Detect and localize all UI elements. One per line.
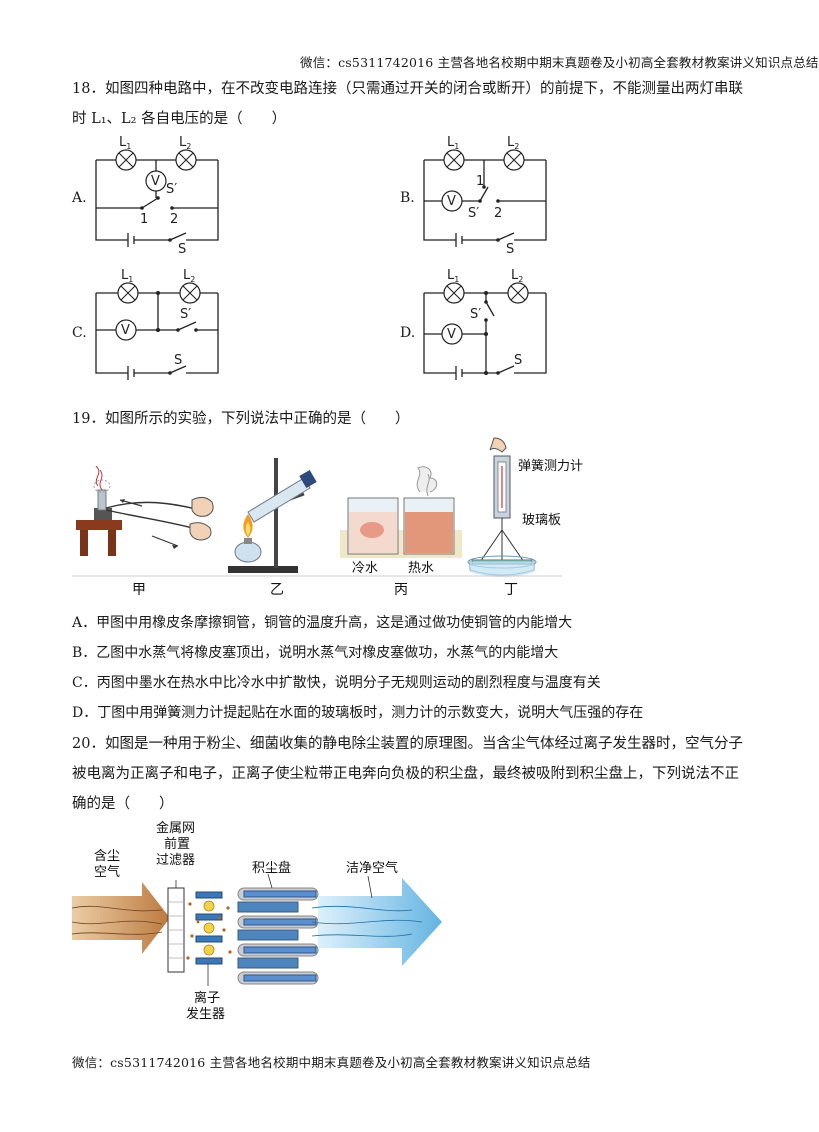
caption-bing: 丙 (394, 582, 408, 598)
switch-label-sprime: S′ (468, 206, 479, 221)
caption-jia: 甲 (132, 582, 146, 598)
caption-ding: 丁 (504, 582, 518, 598)
q18-option-b-label: B. (400, 190, 415, 206)
q18-option-c-label: C. (72, 325, 87, 341)
switch-label-s: S (174, 353, 182, 368)
lamp-label-l2: L2 (179, 135, 191, 151)
lamp-label-l1: L1 (119, 135, 131, 151)
q18-option-d-label: D. (400, 325, 416, 341)
contact-label-1: 1 (140, 212, 148, 227)
q19-stem: 19．如图所示的实验，下列说法中正确的是（ ） (72, 411, 410, 427)
circuit-c: L1 L2 V S′ S (95, 268, 219, 380)
contact-label-2: 2 (494, 206, 502, 221)
voltmeter-label: V (121, 323, 130, 338)
label-dust-plate: 积尘盘 (252, 860, 291, 876)
q19-figures: 冷水 热水 弹簧测力计 玻璃板 甲 乙 丙 丁 (72, 437, 583, 598)
page-header: 微信：cs5311742016 主营各地名校期中期末真题卷及小初高全套教材教案讲… (300, 55, 819, 70)
lamp-label-l1: L1 (447, 135, 459, 151)
q20-stem-line2: 被电离为正离子和电子，正离子使尘粒带正电奔向负极的积尘盘，最终被吸附到积尘盘上，… (72, 766, 739, 782)
switch-label-sprime: S′ (180, 307, 191, 322)
lamp-label-l2: L2 (507, 135, 519, 151)
lamp-label-l2: L2 (183, 268, 195, 284)
label-hot-water: 热水 (408, 561, 434, 576)
circuit-b: L1 L2 V 1 S′ 2 S (423, 135, 547, 257)
page: { "header": { "text": "微信：cs5311742016 主… (71, 55, 819, 1070)
switch-label-s: S (506, 242, 514, 257)
label-glass-plate: 玻璃板 (522, 513, 561, 528)
voltmeter-label: V (447, 327, 456, 342)
switch-label-s: S (178, 242, 186, 257)
switch-label-sprime: S′ (470, 307, 481, 322)
label-mesh-line1: 金属网 (156, 820, 195, 836)
caption-yi: 乙 (270, 582, 284, 598)
label-mesh-line3: 过滤器 (156, 853, 195, 868)
contact-label-1: 1 (476, 174, 484, 189)
q18-stem-line1: 18．如图四种电路中，在不改变电路连接（只需通过开关的闭合或断开）的前提下，不能… (72, 81, 743, 97)
q19-option-a: A．甲图中用橡皮条摩擦铜管，铜管的温度升高，这是通过做功使铜管的内能增大 (72, 615, 573, 631)
voltmeter-label: V (151, 174, 160, 189)
label-dusty-air-line1: 含尘 (94, 848, 120, 864)
label-dusty-air-line2: 空气 (94, 864, 120, 880)
lamp-label-l1: L1 (447, 268, 459, 284)
circuit-a: L1 L2 V S′ 1 2 S (95, 135, 219, 257)
q18-stem-line2: 时 L₁、L₂ 各自电压的是（ ） (72, 111, 287, 127)
q19-option-b: B．乙图中水蒸气将橡皮塞顶出，说明水蒸气对橡皮塞做功，水蒸气的内能增大 (72, 645, 559, 661)
figure-ding (467, 437, 537, 577)
voltmeter-label: V (447, 194, 456, 209)
label-cold-water: 冷水 (352, 561, 378, 576)
circuit-d: L1 L2 V S′ S (423, 268, 547, 380)
switch-label-s: S (514, 353, 522, 368)
q18-option-a-label: A. (72, 190, 87, 206)
figure-bing (340, 466, 462, 558)
q20-stem-line3: 确的是（ ） (72, 796, 174, 812)
figure-yi (228, 458, 317, 573)
contact-label-2: 2 (170, 212, 178, 227)
q19-option-d: D．丁图中用弹簧测力计提起贴在水面的玻璃板时，测力计的示数变大，说明大气压强的存… (72, 705, 644, 721)
label-ion-generator-line2: 发生器 (186, 1006, 225, 1022)
label-spring-scale: 弹簧测力计 (518, 458, 583, 474)
electrostatic-precipitator-diagram: 含尘 空气 金属网 前置 过滤器 积尘盘 洁净空气 离子 发生器 (71, 820, 442, 1022)
q20-stem-line1: 20．如图是一种用于粉尘、细菌收集的静电除尘装置的原理图。当含尘气体经过离子发生… (72, 736, 743, 752)
q19-option-c: C．丙图中墨水在热水中比冷水中扩散快，说明分子无规则运动的剧烈程度与温度有关 (72, 675, 601, 691)
lamp-label-l1: L1 (121, 268, 133, 284)
figure-jia (76, 465, 214, 556)
label-ion-generator-line1: 离子 (194, 990, 220, 1006)
label-clean-air: 洁净空气 (346, 860, 398, 876)
lamp-label-l2: L2 (511, 268, 523, 284)
switch-label-sprime: S′ (166, 182, 177, 197)
label-mesh-line2: 前置 (164, 836, 190, 852)
page-footer: 微信：cs5311742016 主营各地名校期中期末真题卷及小初高全套教材教案讲… (72, 1055, 591, 1070)
